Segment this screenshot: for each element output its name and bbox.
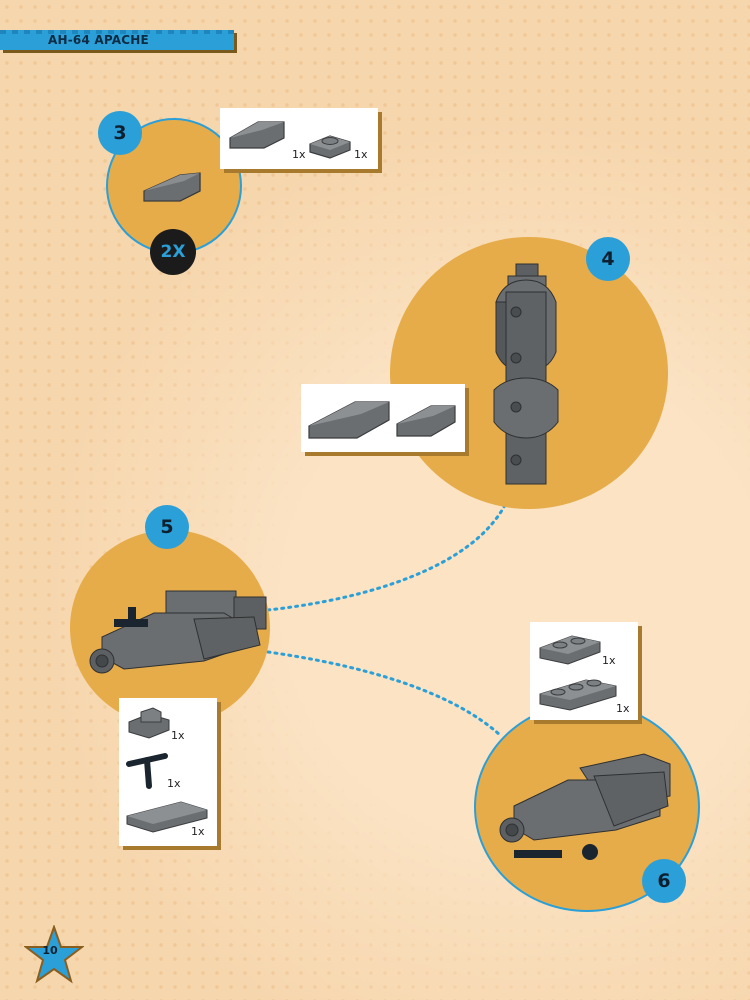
step-4-assembly <box>493 263 559 485</box>
curved-slope-3x1-part <box>308 401 390 439</box>
step-6-parts-box: 1x 1x <box>530 622 638 720</box>
curved-slope-2x1-part <box>229 121 285 149</box>
step-3-part-1-qty: 1x <box>292 148 306 161</box>
step-5-part-3-qty: 1x <box>191 825 205 838</box>
page-title: AH-64 APACHE <box>48 33 149 47</box>
step-3-part-2-qty: 1x <box>354 148 368 161</box>
step-5-part-2-qty: 1x <box>167 777 181 790</box>
plate-1x3-part <box>539 679 617 711</box>
step-4-parts-box <box>301 384 465 452</box>
step-5-parts-box: 1x 1x 1x <box>119 698 217 846</box>
step-5-assembly <box>89 590 267 674</box>
step-6-part-1-qty: 1x <box>602 654 616 667</box>
step-3-number: 3 <box>98 111 142 155</box>
tile-2x4-part <box>126 801 208 833</box>
page-number-star-icon <box>24 925 84 984</box>
step-3-assembly <box>143 172 201 202</box>
step-6-part-2-qty: 1x <box>616 702 630 715</box>
step-6-number: 6 <box>642 859 686 903</box>
step-6-assembly <box>499 753 671 860</box>
curved-slope-2x1-part-b <box>396 405 456 437</box>
page-number: 10 <box>42 944 58 957</box>
step-5-part-1-qty: 1x <box>171 729 185 742</box>
bar-with-stud-part <box>126 753 168 789</box>
plate-1x1-part <box>309 135 351 159</box>
connector-4-to-5 <box>266 503 507 612</box>
plate-1x2-part <box>539 635 601 665</box>
step-5-number: 5 <box>145 505 189 549</box>
header-banner: AH-64 APACHE <box>0 30 234 50</box>
connector-5-to-6 <box>266 650 502 737</box>
banner-stud-edge <box>0 30 234 34</box>
step-4-number: 4 <box>586 237 630 281</box>
clip-plate-part <box>128 707 170 739</box>
step-3-parts-box: 1x 1x <box>220 108 378 169</box>
step-3-multiplier: 2X <box>150 229 196 275</box>
